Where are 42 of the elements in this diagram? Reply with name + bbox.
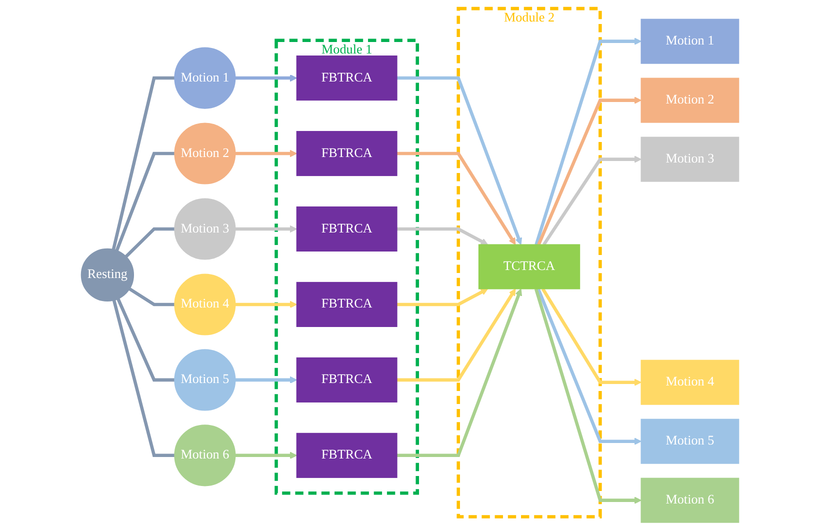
- node-box: TCTRCA: [478, 244, 580, 290]
- arrow: [396, 288, 516, 382]
- node-box: FBTRCA: [296, 206, 398, 252]
- connector: [124, 227, 175, 258]
- connector: [128, 288, 175, 306]
- connector: [112, 300, 175, 458]
- node-box: FBTRCA: [296, 130, 398, 176]
- node-circle: Motion 6: [174, 424, 236, 486]
- node-box: FBTRCA: [296, 432, 398, 478]
- arrow: [235, 225, 298, 233]
- arrow: [542, 156, 642, 246]
- node-box: Motion 2: [640, 78, 740, 123]
- arrow: [235, 376, 298, 384]
- node-box: Motion 5: [640, 418, 740, 464]
- node-box: FBTRCA: [296, 282, 398, 327]
- arrow: [534, 288, 642, 504]
- node-circle: Resting: [80, 248, 134, 302]
- node-box: Motion 4: [640, 360, 740, 405]
- arrow: [396, 227, 488, 245]
- node-circle: Motion 1: [174, 47, 236, 109]
- arrow: [396, 288, 522, 458]
- connector: [115, 152, 175, 252]
- node-box: Motion 6: [640, 478, 740, 523]
- arrow: [534, 38, 642, 246]
- arrow: [536, 288, 642, 445]
- arrow: [396, 152, 516, 245]
- node-box: Motion 1: [640, 18, 740, 64]
- node-circle: Motion 5: [174, 349, 236, 411]
- arrow: [235, 300, 298, 308]
- arrow: [396, 288, 488, 306]
- arrow: [396, 76, 522, 245]
- connector: [112, 76, 175, 250]
- node-box: FBTRCA: [296, 56, 398, 101]
- arrow: [541, 288, 642, 386]
- arrow: [235, 452, 298, 460]
- arrow: [537, 96, 642, 246]
- node-circle: Motion 2: [174, 122, 236, 184]
- arrow: [235, 150, 298, 158]
- node-circle: Motion 4: [174, 274, 236, 336]
- connector: [116, 298, 175, 382]
- node-box: FBTRCA: [296, 357, 398, 402]
- arrow: [235, 74, 298, 82]
